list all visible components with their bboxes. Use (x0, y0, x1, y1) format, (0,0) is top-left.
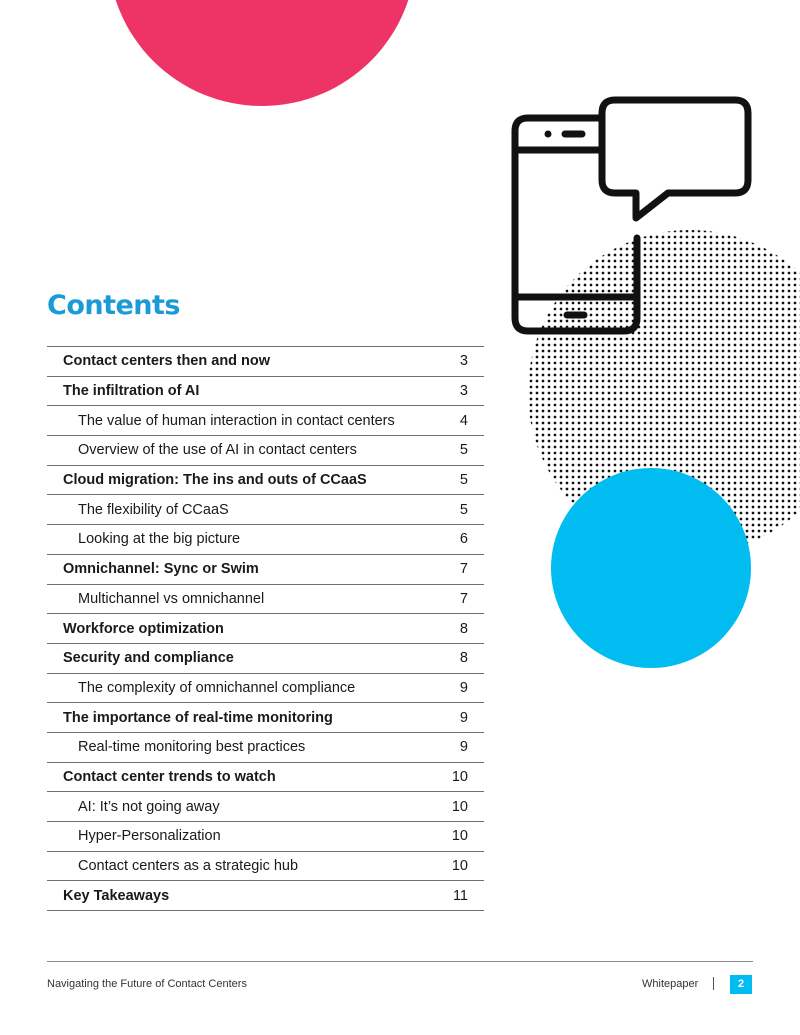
toc-entry[interactable]: Contact centers then and now 3 (47, 347, 484, 377)
footer-separator (713, 977, 714, 990)
toc-entry-label: Contact centers as a strategic hub (78, 858, 299, 875)
toc-subentry[interactable]: Contact centers as a strategic hub 10 (47, 852, 484, 882)
toc-entry-page: 7 (459, 590, 468, 607)
toc-entry-page: 9 (459, 679, 468, 696)
toc-subentry[interactable]: Hyper-Personalization 10 (47, 822, 484, 852)
toc-entry-label: The complexity of omnichannel compliance (78, 679, 356, 696)
toc-entry-label: The value of human interaction in contac… (78, 412, 395, 429)
toc-entry-page: 7 (459, 561, 468, 578)
toc-entry[interactable]: Key Takeaways 11 (47, 881, 484, 912)
page-title: Contents (47, 290, 181, 321)
toc-entry[interactable]: Cloud migration: The ins and outs of CCa… (47, 466, 484, 496)
toc-entry-page: 5 (459, 442, 468, 459)
toc-entry-label: Contact centers then and now (63, 353, 271, 370)
dotted-circle (528, 230, 800, 554)
toc-entry-label: The flexibility of CCaaS (78, 501, 229, 518)
toc-entry[interactable]: Omnichannel: Sync or Swim 7 (47, 555, 484, 585)
toc-entry[interactable]: Security and compliance 8 (47, 644, 484, 674)
toc-entry-page: 5 (459, 501, 468, 518)
toc-subentry[interactable]: The flexibility of CCaaS 5 (47, 495, 484, 526)
toc-entry-label: Security and compliance (63, 650, 234, 667)
toc-entry-page: 9 (459, 709, 468, 726)
toc-entry-page: 3 (459, 383, 468, 400)
toc-subentry[interactable]: Overview of the use of AI in contact cen… (47, 436, 484, 466)
toc-entry-label: Overview of the use of AI in contact cen… (78, 442, 357, 459)
toc-entry-page: 10 (451, 828, 468, 845)
toc-entry-page: 10 (451, 798, 468, 815)
toc-entry-label: Cloud migration: The ins and outs of CCa… (63, 472, 367, 489)
toc-subentry[interactable]: Looking at the big picture 6 (47, 525, 484, 555)
footer-doc-type: Whitepaper (642, 978, 699, 990)
toc-entry-page: 5 (459, 472, 468, 489)
speech-bubble-icon (598, 96, 752, 222)
toc-entry-label: The infiltration of AI (63, 383, 200, 400)
toc-entry-page: 8 (459, 620, 468, 637)
toc-entry-label: Looking at the big picture (78, 531, 241, 548)
toc-entry-page: 9 (459, 739, 468, 756)
toc-entry-page: 8 (459, 650, 468, 667)
pink-circle (115, 0, 409, 106)
toc-entry-label: Omnichannel: Sync or Swim (63, 561, 259, 578)
toc-entry-label: AI: It’s not going away (78, 798, 220, 815)
toc-entry-label: Contact center trends to watch (63, 768, 276, 785)
toc-entry[interactable]: Contact center trends to watch 10 (47, 763, 484, 793)
toc-entry-label: Workforce optimization (63, 620, 224, 637)
toc-entry-label: Key Takeaways (63, 887, 170, 904)
toc-entry[interactable]: Workforce optimization 8 (47, 614, 484, 644)
toc-entry-page: 10 (451, 768, 468, 785)
toc-entry-page: 4 (459, 412, 468, 429)
toc-entry-label: Real-time monitoring best practices (78, 739, 306, 756)
footer-divider (47, 961, 753, 962)
toc-entry-page: 6 (459, 531, 468, 548)
toc-subentry[interactable]: The complexity of omnichannel compliance… (47, 674, 484, 704)
toc-entry-page: 11 (452, 887, 468, 904)
blue-circle (551, 468, 751, 668)
smartphone-icon (511, 114, 641, 335)
toc-entry[interactable]: The importance of real-time monitoring 9 (47, 703, 484, 733)
toc-entry-page: 10 (451, 858, 468, 875)
toc-subentry[interactable]: AI: It’s not going away 10 (47, 792, 484, 822)
phone-camera-dot (544, 130, 552, 138)
toc-entry-label: Hyper-Personalization (78, 828, 221, 845)
toc-entry-label: The importance of real-time monitoring (63, 709, 333, 726)
toc-subentry[interactable]: The value of human interaction in contac… (47, 406, 484, 437)
toc-subentry[interactable]: Multichannel vs omnichannel 7 (47, 585, 484, 615)
toc-entry-page: 3 (459, 353, 468, 370)
page-number-badge: 2 (730, 975, 752, 994)
toc-entry-label: Multichannel vs omnichannel (78, 590, 265, 607)
toc-entry[interactable]: The infiltration of AI 3 (47, 377, 484, 407)
toc-subentry[interactable]: Real-time monitoring best practices 9 (47, 733, 484, 763)
footer-document-title: Navigating the Future of Contact Centers (47, 978, 247, 990)
